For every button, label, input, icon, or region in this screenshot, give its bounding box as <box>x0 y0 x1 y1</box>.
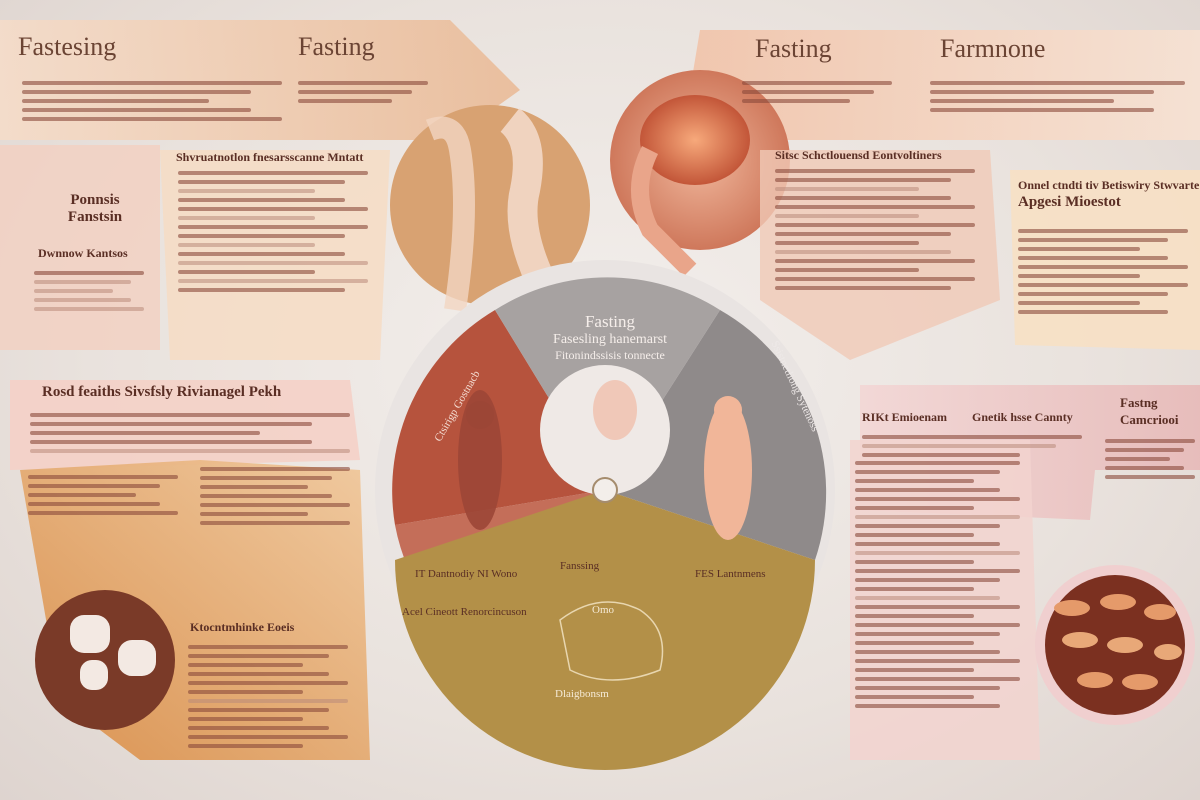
right-box-heading: Apgesi Mioestot <box>1018 194 1121 210</box>
wheel-seg-bottom-left: IT Dantnodiy NI Wono <box>415 568 518 580</box>
right-mid-text <box>862 430 1082 462</box>
left-mid-text <box>178 166 368 297</box>
left-orange-text-b <box>200 462 350 530</box>
right-text-1 <box>775 164 975 295</box>
right-box-sub: Onnel ctndti tiv Betiswiry Stwvarte <box>1018 178 1200 192</box>
wheel-seg-lower: Acel Cineott Renorcincuson <box>402 606 527 618</box>
wheel-center-line3: Fitonindssisis tonnecte <box>555 348 665 362</box>
right-mid-text-b <box>1105 434 1195 484</box>
right-mid-heading-c: Fastng <box>1120 395 1158 410</box>
right-heading-1: Sitsc Schctlouensd Eontvoltiners <box>775 148 942 162</box>
left-box1-title-line1: Ponnsis <box>70 192 120 208</box>
right-lower-text <box>855 456 1020 713</box>
right-mid-heading-a: RIKt Emioenam <box>862 410 947 424</box>
top-right-title-b: Farmnone <box>940 34 1046 63</box>
lower-left-heading: Ktocntmhinke Eoeis <box>190 620 295 634</box>
top-center-title: Fasting <box>298 32 375 61</box>
left-orange-text-a <box>28 470 178 520</box>
top-right-text-block-b <box>930 76 1185 117</box>
left-box1-heading: Dwnnow Kantsos <box>38 246 128 260</box>
left-box1-title: Ponnsis Fanstsin <box>40 192 150 226</box>
top-center-text-block <box>298 76 428 108</box>
right-mid-heading-b: Gnetik hsse Cannty <box>972 410 1073 424</box>
top-left-title: Fastesing <box>18 32 117 61</box>
right-mid-heading-d: Camcriooi <box>1120 412 1179 427</box>
left-mid-heading: Shvruatnotlon fnesarsscanne Mntatt <box>176 150 364 164</box>
wheel-center-title: Fasting Fasesling hanemarst Fitonindssis… <box>520 312 700 363</box>
left-box1-title-line2: Fanstsin <box>67 209 123 225</box>
wheel-seg-lower-2: Omo <box>592 604 614 616</box>
right-box-text <box>1018 224 1188 319</box>
top-right-title-a: Fasting <box>755 34 832 63</box>
left-box1-text <box>34 266 144 316</box>
top-left-text-block <box>22 76 282 126</box>
left-box2-text <box>30 408 350 458</box>
top-right-text-block-a <box>742 76 892 108</box>
wheel-seg-bottom: Fanssing <box>560 560 600 572</box>
wheel-center-line1: Fasting <box>584 312 636 331</box>
wheel-seg-bottom-right: FES Lantnmens <box>695 568 766 580</box>
lower-left-text <box>188 640 348 753</box>
wheel-center-line2: Fasesling hanemarst <box>553 332 667 347</box>
left-box2-heading: Rosd feaiths Sivsfsly Rivianagel Pekh <box>42 384 282 400</box>
wheel-seg-lower-3: Dlaigbonsm <box>555 688 609 700</box>
